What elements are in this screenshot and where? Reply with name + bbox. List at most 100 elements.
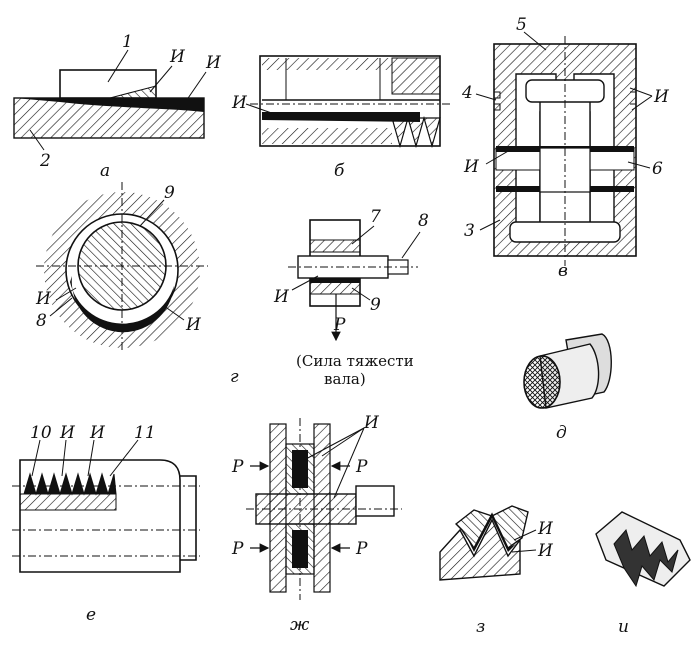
a-label-1: 1 — [122, 32, 133, 52]
zh-leader-i-c — [333, 427, 365, 499]
g-leader-i-b — [163, 305, 185, 321]
a-wedge — [109, 85, 157, 99]
figure-e: 10 И И 11 е — [12, 423, 200, 625]
zh-rod — [355, 485, 395, 517]
v-label-3: 3 — [464, 221, 475, 241]
b-lower-wall — [262, 128, 392, 144]
e-leader-i2 — [87, 439, 95, 477]
g-label-i-a: И — [35, 289, 52, 309]
v-label-6: 6 — [652, 159, 663, 179]
z-label-i2: И — [537, 541, 554, 561]
a-wear-layer — [14, 98, 204, 112]
zh-label-p3: P — [231, 539, 244, 559]
figure-v: 5 4 И И 6 3 в — [461, 15, 670, 281]
figure-zh: И P P P P ж — [231, 413, 402, 635]
v-leader-i-mid — [485, 149, 511, 165]
v-leader-5 — [523, 31, 547, 51]
v-label-i-mid: И — [463, 157, 480, 177]
z-leader-i2 — [511, 549, 537, 553]
g-leader-i-a — [55, 287, 77, 301]
g2-label-i: И — [273, 287, 290, 307]
g-caption: г — [230, 367, 239, 387]
v-leader-4 — [475, 93, 497, 101]
e-caption: е — [86, 605, 96, 625]
g2-label-7: 7 — [370, 207, 381, 227]
zh-label-p2: P — [355, 457, 368, 477]
g-leader-9a — [139, 199, 165, 227]
figure-z: И И з — [439, 505, 554, 637]
e-label-11: 11 — [134, 423, 156, 443]
z-label-i1: И — [537, 519, 554, 539]
g2-leader-9 — [351, 287, 371, 301]
e-shaft — [19, 459, 181, 573]
e-sleeve — [19, 493, 117, 511]
g-wear-crescent — [70, 276, 174, 333]
g2-leader-7 — [351, 225, 375, 245]
a-label-i2: И — [205, 53, 222, 73]
e-thread — [23, 472, 117, 496]
g2-label-8: 8 — [418, 211, 429, 231]
g2-bush-top — [309, 239, 361, 253]
b-leader-i — [245, 103, 281, 117]
g-label-i-b: И — [185, 315, 202, 335]
b-thread-top — [391, 57, 441, 95]
g-label-9a: 9 — [164, 183, 175, 203]
a-leader-i2 — [183, 71, 207, 105]
z-caption: з — [476, 617, 485, 637]
d-caption: д — [556, 423, 567, 443]
z-wear — [464, 514, 516, 552]
b-caption: б — [334, 161, 345, 181]
ii-teeth — [613, 528, 679, 588]
v-label-i-top: И — [653, 87, 670, 107]
d-face — [523, 355, 561, 409]
v-label-4: 4 — [461, 83, 473, 103]
g2-label-p: P — [333, 315, 346, 335]
g2-force-text-1: (Сила тяжести — [296, 352, 414, 370]
e-label-i2: И — [89, 423, 106, 443]
a-leader-2 — [29, 129, 45, 151]
zh-label-p1: P — [231, 457, 244, 477]
figure-g-section: 9 И 8 И — [35, 182, 208, 352]
e-leader-11 — [109, 439, 139, 477]
g-leader-8b — [49, 297, 73, 317]
v-caption: в — [558, 261, 568, 281]
e-label-i1: И — [59, 423, 76, 443]
e-label-10: 10 — [30, 423, 52, 443]
zh-label-i: И — [363, 413, 380, 433]
v-leader-6 — [627, 161, 651, 169]
a-caption: а — [100, 161, 110, 181]
figure-a: 1 И И 2 а — [13, 32, 222, 181]
figure-b: И б — [231, 55, 452, 181]
b-thread-bottom — [391, 115, 441, 149]
g-label-8b: 8 — [36, 311, 47, 331]
v-leader-i-top-a — [629, 87, 653, 97]
b-wear-strip — [262, 112, 420, 122]
v-leader-3 — [479, 219, 501, 231]
figure-g-shaft: 7 8 И 9 P (Сила тяжести вала) г — [230, 207, 429, 388]
e-leader-10 — [31, 439, 41, 477]
e-collar — [180, 475, 197, 561]
zh-label-p4: P — [355, 539, 368, 559]
figure-d: д — [523, 333, 612, 443]
a-label-i1: И — [169, 47, 186, 67]
g2-label-9: 9 — [370, 295, 381, 315]
b-upper-wall — [262, 58, 392, 70]
v-leader-i-top-b — [631, 95, 653, 111]
g2-leader-8 — [401, 231, 421, 259]
zh-leader-i-b — [321, 427, 365, 457]
g2-wear — [310, 278, 360, 283]
z-lower-part — [439, 518, 521, 581]
g2-leader-i — [291, 275, 319, 291]
zh-leader-i-a — [303, 427, 365, 461]
a-leader-i1 — [149, 65, 173, 93]
v-label-5: 5 — [516, 15, 527, 35]
figure-ii: и — [595, 511, 691, 637]
z-leader-i1 — [513, 529, 537, 541]
b-label-i: И — [231, 93, 248, 113]
e-leader-i1 — [61, 439, 67, 477]
zh-caption: ж — [290, 615, 310, 635]
a-label-2: 2 — [39, 151, 51, 171]
a-leader-1 — [107, 49, 129, 83]
ii-caption: и — [618, 617, 629, 637]
